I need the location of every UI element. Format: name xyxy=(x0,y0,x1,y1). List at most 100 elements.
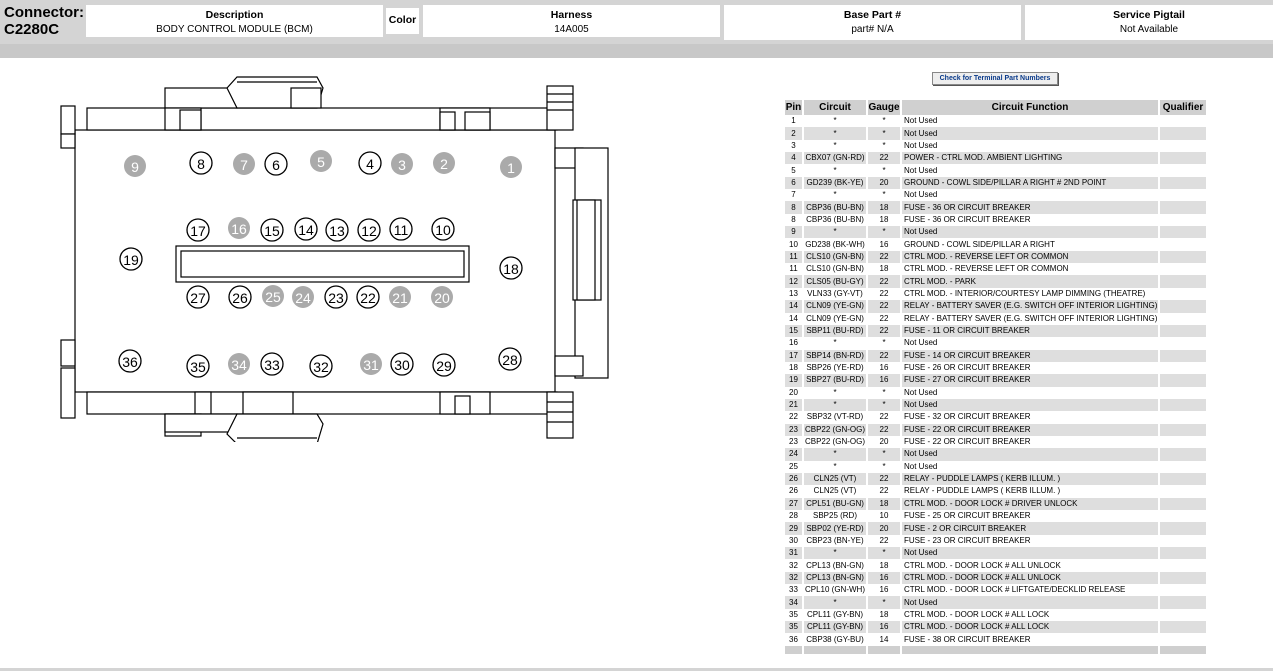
circuit-function-cell: FUSE - 23 OR CIRCUIT BREAKER xyxy=(901,534,1160,548)
circuit-cell: CLN25 (VT) xyxy=(803,485,868,498)
table-row: 21**Not Used xyxy=(785,398,1208,412)
check-terminal-part-numbers-button[interactable]: Check for Terminal Part Numbers xyxy=(932,72,1058,85)
gauge-cell: * xyxy=(867,189,902,202)
gauge-cell: 22 xyxy=(867,287,902,301)
gauge-cell: * xyxy=(867,460,902,473)
pin-cell: 36 xyxy=(785,633,804,646)
pin-number: 19 xyxy=(123,252,139,268)
pin-23: 23 xyxy=(324,285,348,309)
pin-cell: 35 xyxy=(785,621,804,634)
table-row: 25**Not Used xyxy=(785,460,1208,473)
circuit-cell: CPL13 (BN-GN) xyxy=(803,571,868,585)
pin-29: 29 xyxy=(432,353,456,377)
pin-7: 7 xyxy=(233,153,255,175)
gauge-cell: 22 xyxy=(867,349,902,362)
pin-17: 17 xyxy=(186,218,210,242)
table-row: 1**Not Used xyxy=(785,115,1208,128)
pin-cell: 32 xyxy=(785,559,804,572)
pin-cell: 23 xyxy=(785,423,804,436)
circuit-cell: CLN09 (YE-GN) xyxy=(803,312,868,325)
pin-cell: 34 xyxy=(785,596,804,609)
pin-number: 11 xyxy=(394,222,409,238)
gauge-cell: * xyxy=(867,139,902,153)
pin-number: 31 xyxy=(363,357,379,373)
pin-cell: 31 xyxy=(785,547,804,560)
pin-number: 21 xyxy=(392,290,408,306)
pin-number: 28 xyxy=(502,352,518,368)
circuit-cell: * xyxy=(803,226,868,239)
pin-cell: 20 xyxy=(785,386,804,399)
pin-number: 33 xyxy=(264,357,280,373)
table-row: 9**Not Used xyxy=(785,226,1208,239)
pin-circle xyxy=(389,286,411,308)
pin-cell: 28 xyxy=(785,510,804,523)
qualifier-cell xyxy=(1159,411,1208,424)
circuit-cell: CLS10 (GN-BN) xyxy=(803,263,868,276)
pin-32: 32 xyxy=(309,354,333,378)
circuit-function-cell: Not Used xyxy=(901,398,1160,412)
pin-number: 16 xyxy=(231,221,247,237)
pin-cell: 8 xyxy=(785,213,804,227)
pin-circle xyxy=(432,353,456,377)
pin-cell: 4 xyxy=(785,152,804,165)
gauge-cell: 14 xyxy=(867,633,902,646)
table-row: 34**Not Used xyxy=(785,596,1208,609)
pin-cell: 19 xyxy=(785,374,804,387)
circuit-cell: GD239 (BK-YE) xyxy=(803,176,868,190)
pin-circle xyxy=(309,354,333,378)
circuit-cell: * xyxy=(803,596,868,609)
col-header-circuit-function: Circuit Function xyxy=(901,100,1160,115)
qualifier-cell xyxy=(1159,337,1208,350)
pin-circle xyxy=(119,247,143,271)
pin-cell: 14 xyxy=(785,300,804,313)
table-row: 16**Not Used xyxy=(785,337,1208,350)
pin-circle xyxy=(228,353,250,375)
pin-3: 3 xyxy=(391,153,413,175)
pin-circle xyxy=(500,156,522,178)
qualifier-cell xyxy=(1159,226,1208,239)
pin-circle xyxy=(260,218,284,242)
pin-30: 30 xyxy=(390,352,414,376)
connector-label: Connector: xyxy=(4,4,84,21)
circuit-function-cell: FUSE - 38 OR CIRCUIT BREAKER xyxy=(901,633,1160,646)
qualifier-cell xyxy=(1159,423,1208,436)
circuit-function-cell: CTRL MOD. - INTERIOR/COURTESY LAMP DIMMI… xyxy=(901,287,1160,301)
qualifier-cell xyxy=(1159,349,1208,362)
qualifier-cell xyxy=(1159,139,1208,153)
circuit-cell: SBP02 (YE-RD) xyxy=(803,522,868,535)
pin-11: 11 xyxy=(389,217,413,241)
pin-19: 19 xyxy=(119,247,143,271)
pin-21: 21 xyxy=(389,286,411,308)
harness-value: 14A005 xyxy=(554,24,589,35)
circuit-function-cell: Not Used xyxy=(901,139,1160,153)
pin-18: 18 xyxy=(499,256,523,280)
gauge-cell: 22 xyxy=(867,312,902,325)
gauge-cell: * xyxy=(867,398,902,412)
qualifier-cell xyxy=(1159,127,1208,140)
circuit-cell: CLS05 (BU-GY) xyxy=(803,275,868,288)
qualifier-cell xyxy=(1159,497,1208,510)
circuit-function-cell: Not Used xyxy=(901,127,1160,140)
qualifier-cell xyxy=(1159,633,1208,646)
pin-cell: 14 xyxy=(785,312,804,325)
qualifier-cell xyxy=(1159,621,1208,634)
qualifier-cell xyxy=(1159,472,1208,486)
pin-cell: 32 xyxy=(785,571,804,585)
pin-cell: 29 xyxy=(785,522,804,535)
gauge-cell: * xyxy=(867,386,902,399)
gauge-cell: 22 xyxy=(867,152,902,165)
qualifier-cell xyxy=(1159,522,1208,535)
pin-number: 22 xyxy=(360,290,376,306)
pin-circle xyxy=(124,155,146,177)
circuit-function-cell: CTRL MOD. - DOOR LOCK # DRIVER UNLOCK xyxy=(901,497,1160,510)
pin-number: 8 xyxy=(197,156,205,172)
gauge-cell: 22 xyxy=(867,472,902,486)
description-value: BODY CONTROL MODULE (BCM) xyxy=(156,24,313,35)
pin-9: 9 xyxy=(124,155,146,177)
